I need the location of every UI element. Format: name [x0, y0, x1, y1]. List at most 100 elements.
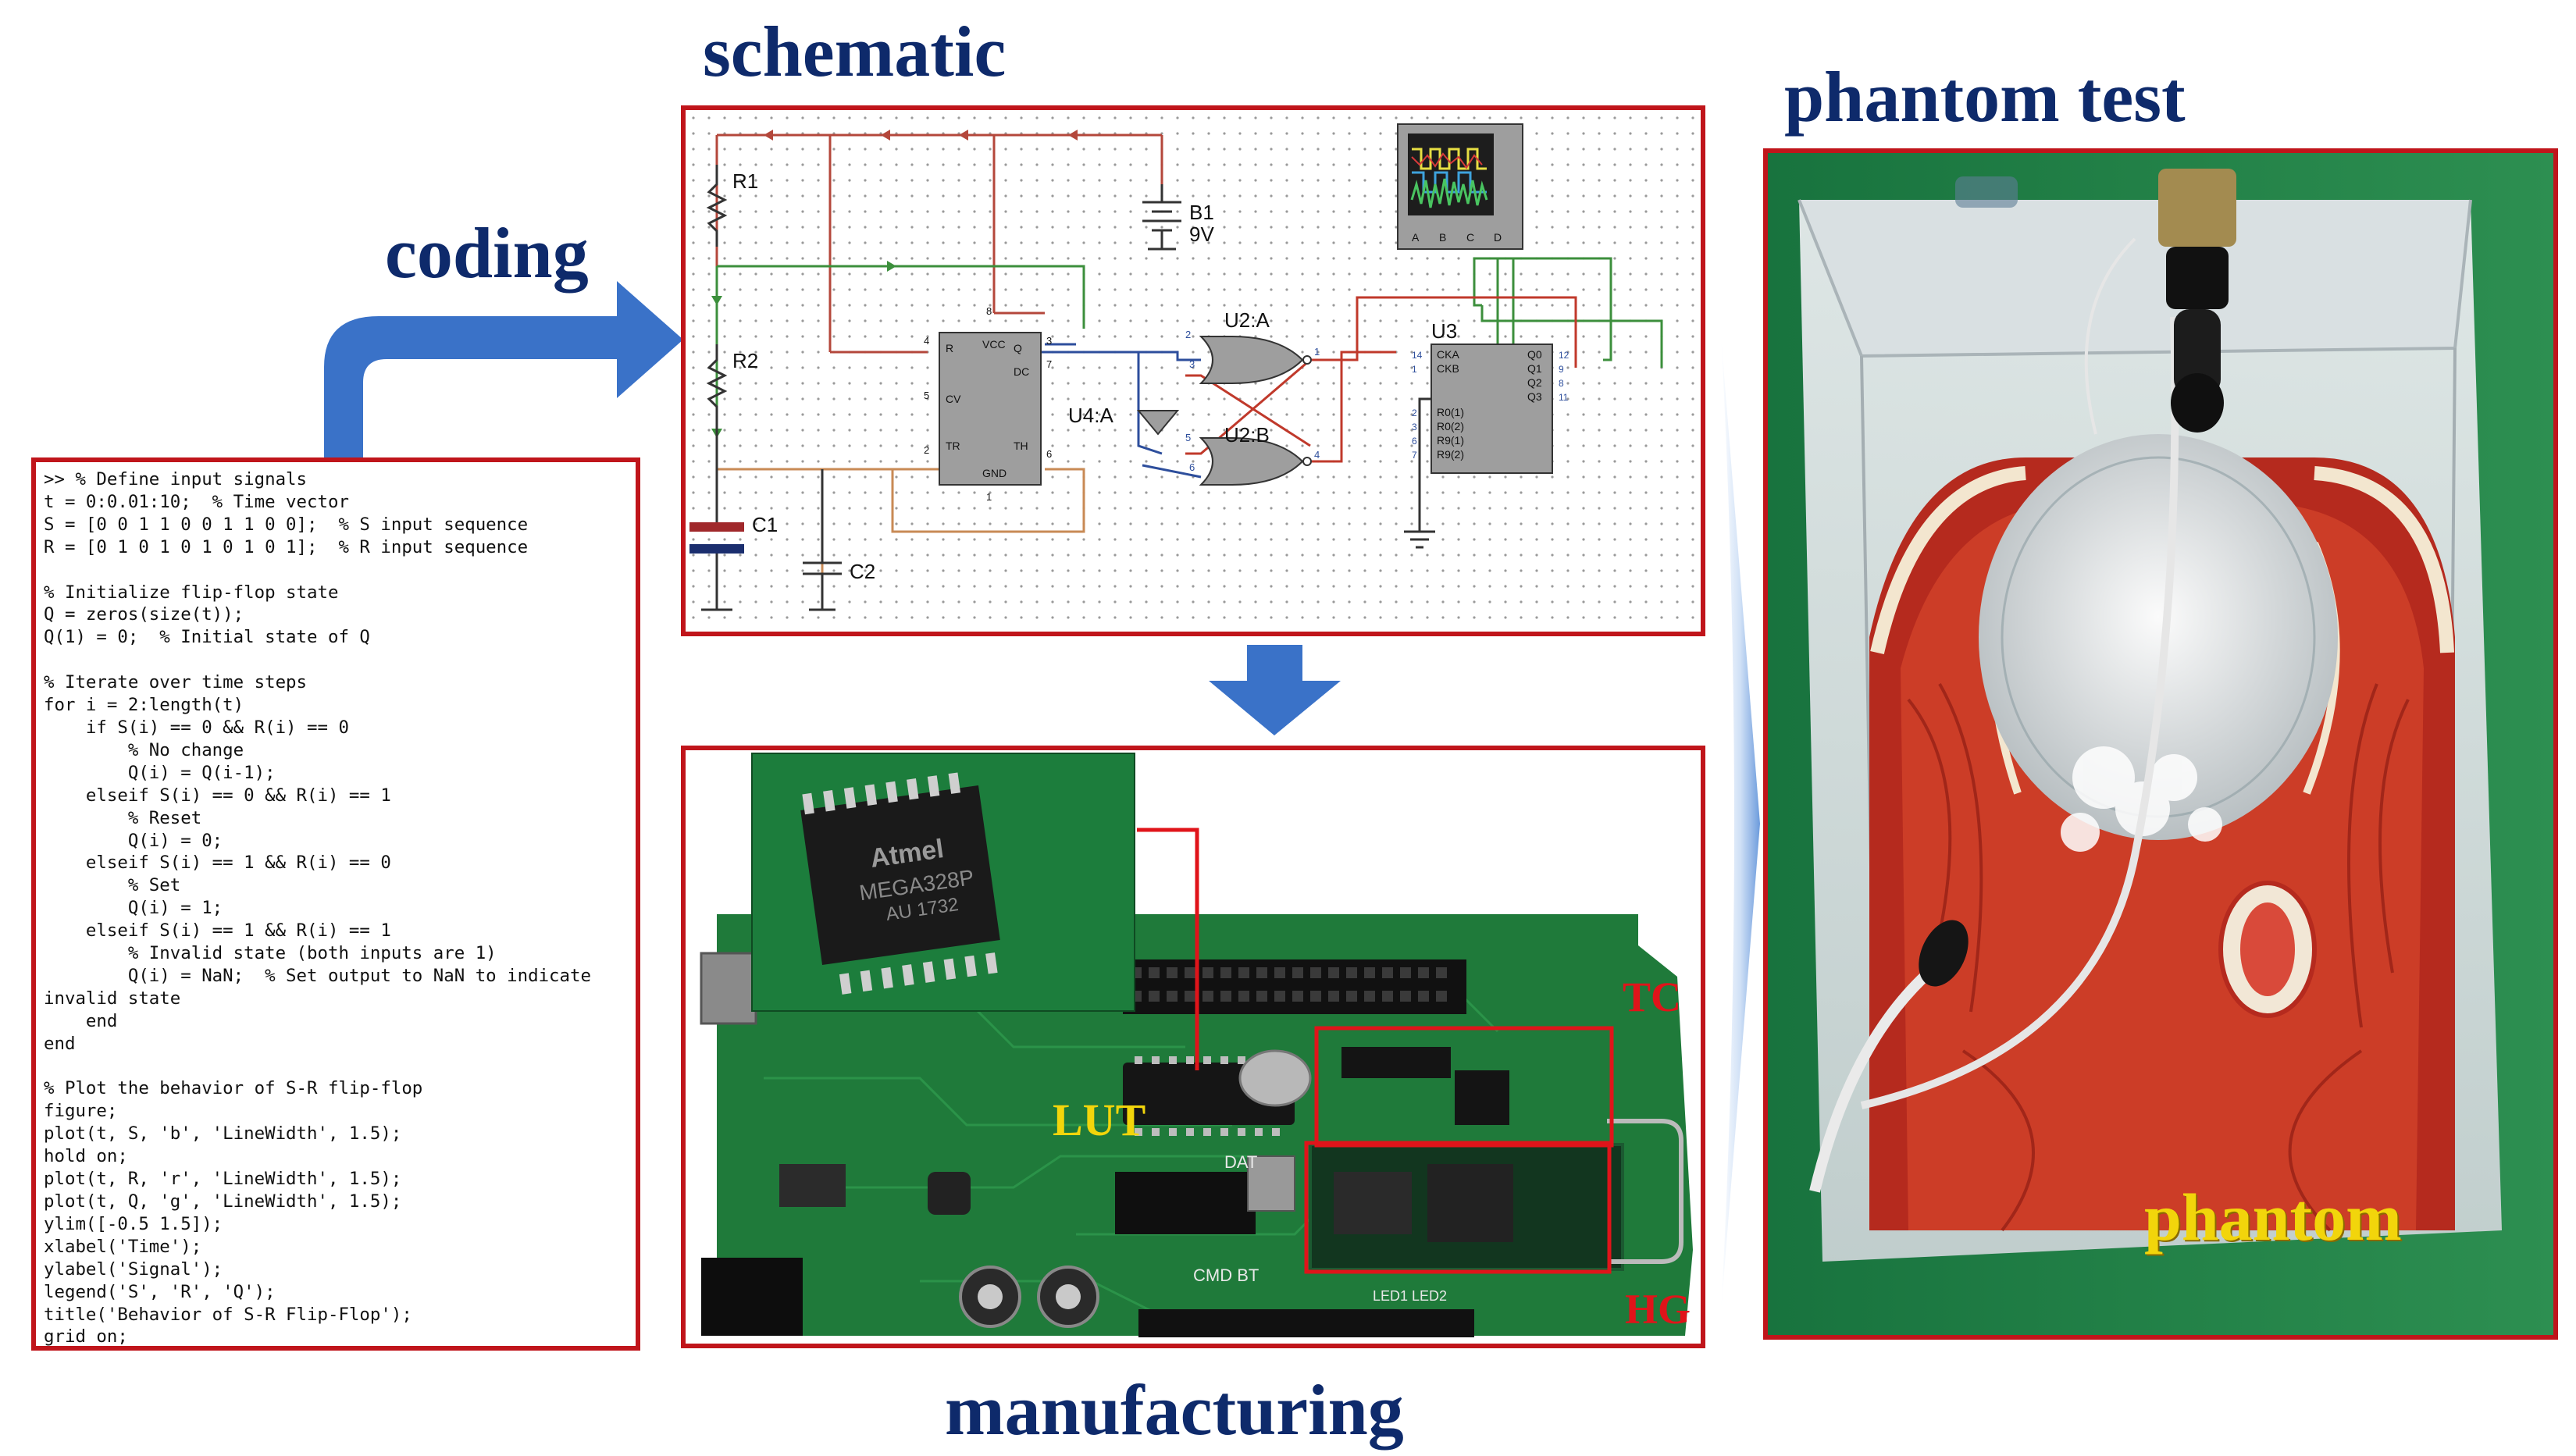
header-pin	[1274, 967, 1285, 978]
timer-pin-gnd: GND	[982, 467, 1007, 479]
header-pin	[1328, 991, 1339, 1002]
header-pin	[1167, 991, 1178, 1002]
capacitor-c1	[689, 422, 744, 611]
phantom-photo	[1768, 153, 2553, 1335]
counter-ic-u3	[1431, 344, 1553, 474]
mcu-pin	[964, 955, 977, 977]
chip-pin	[1135, 1128, 1142, 1136]
silk-cmd: CMD BT	[1193, 1266, 1259, 1285]
chip-pin	[1169, 1128, 1177, 1136]
mcu-pin	[802, 792, 814, 815]
schematic-diagram: R1 R2 C 1 C2 B1	[686, 110, 1701, 632]
silk-dat: DAT	[1224, 1152, 1257, 1172]
u3-pin-num: 9	[1559, 364, 1564, 375]
header-pin	[1436, 991, 1447, 1002]
mcu-pin	[881, 967, 893, 989]
u3-pin-label: CKB	[1437, 362, 1459, 375]
header-pin	[1310, 991, 1321, 1002]
chip-pin	[1203, 1056, 1211, 1064]
manufacturing-title: manufacturing	[945, 1370, 1404, 1450]
scope-pin-label: D	[1494, 231, 1502, 244]
header-pin	[1382, 967, 1393, 978]
power-jack	[701, 1258, 803, 1336]
mcu-pin	[885, 781, 898, 803]
header-pin	[1310, 967, 1321, 978]
u3-pin-num: 7	[1412, 450, 1417, 461]
capacitor-c2	[803, 469, 842, 611]
resistor-r1	[706, 165, 728, 247]
label-u4a: U4:A	[1068, 404, 1113, 427]
gate-pin-num: 2	[1185, 329, 1191, 340]
u3-pin-num: 1	[1412, 364, 1417, 375]
u3-output-label: Q0	[1527, 348, 1542, 361]
timer-pin-num: 3	[1046, 335, 1052, 347]
coding-title: coding	[385, 213, 589, 293]
header-pin	[1292, 991, 1303, 1002]
timer-pin-num: 2	[924, 444, 929, 456]
timer-pin-vcc: VCC	[982, 338, 1006, 351]
header-pin	[1167, 967, 1178, 978]
mcu-pin	[907, 778, 919, 800]
header-pin	[1256, 967, 1267, 978]
u3-pin-num: 6	[1412, 436, 1417, 447]
chip-pin	[1220, 1056, 1228, 1064]
scope-pin-label: A	[1412, 231, 1420, 244]
header-pin	[1328, 967, 1339, 978]
electrolytic-capacitors	[959, 1266, 1099, 1328]
rail-arrows	[764, 130, 1078, 141]
header-pin	[1202, 967, 1213, 978]
mcu-pin	[843, 787, 857, 809]
arduino-board-photo: Atmel MEGA328P AU 1732 DAT CMD BT LED1 L…	[700, 753, 1693, 1337]
u3-pin-label: R0(1)	[1437, 406, 1464, 418]
resistor-r2	[706, 344, 728, 422]
schematic-to-board-arrow	[1209, 645, 1341, 735]
timer-ic	[939, 332, 1042, 486]
header-pin	[1436, 967, 1447, 978]
u3-output-label: Q1	[1527, 362, 1542, 375]
chip-pin	[1169, 1056, 1177, 1064]
header-pin	[1292, 967, 1303, 978]
timer-pin-num: 4	[924, 335, 929, 347]
coding-arrow	[324, 281, 683, 461]
gate-pin-num: 4	[1314, 449, 1320, 461]
u3-pin-num: 12	[1559, 350, 1569, 361]
lut-callout-line	[1137, 828, 1199, 1070]
timer-pin-num: 8	[986, 305, 992, 317]
silk-led: LED1 LED2	[1373, 1288, 1447, 1304]
label-r1: R1	[732, 169, 758, 193]
label-r2: R2	[732, 349, 758, 372]
header-pin	[1346, 967, 1357, 978]
power-rail-wires	[715, 133, 1163, 354]
gate-pin-num: 3	[1189, 358, 1195, 370]
phantom-panel: phantom	[1763, 148, 2558, 1340]
scope-pin-label: C	[1466, 231, 1474, 244]
matlab-code: >> % Define input signals t = 0:0.01:10;…	[44, 469, 591, 1347]
header-pin	[1202, 991, 1213, 1002]
label-c2: C2	[850, 560, 875, 583]
header-pin	[1185, 967, 1195, 978]
label-b1: B1	[1189, 201, 1214, 224]
manufacturing-panel: Atmel MEGA328P AU 1732 DAT CMD BT LED1 L…	[681, 746, 1705, 1348]
matlab-code-panel: >> % Define input signals t = 0:0.01:10;…	[31, 457, 640, 1351]
chip-pin	[1220, 1128, 1228, 1136]
u3-pin-num: 3	[1412, 422, 1417, 433]
or-gate-u2b	[1199, 437, 1312, 486]
header-pin	[1185, 991, 1195, 1002]
header-pin	[1418, 991, 1429, 1002]
mcu-pin	[864, 784, 878, 806]
header-pin	[1382, 991, 1393, 1002]
header-pin	[1400, 991, 1411, 1002]
header-pin	[1274, 991, 1285, 1002]
u3-pin-num: 8	[1559, 378, 1564, 389]
schematic-title: schematic	[703, 12, 1007, 91]
mcu-pin	[902, 964, 914, 986]
u3-pin-num: 14	[1412, 350, 1423, 361]
hg-label: HG	[1625, 1286, 1691, 1333]
top-pin-header	[1123, 959, 1466, 1014]
chip-pin	[1152, 1056, 1160, 1064]
label-u3: U3	[1431, 319, 1457, 343]
oscilloscope	[1397, 123, 1523, 250]
chip-pin	[1272, 1128, 1280, 1136]
header-pin	[1364, 991, 1375, 1002]
tc-label: TC	[1623, 974, 1682, 1020]
